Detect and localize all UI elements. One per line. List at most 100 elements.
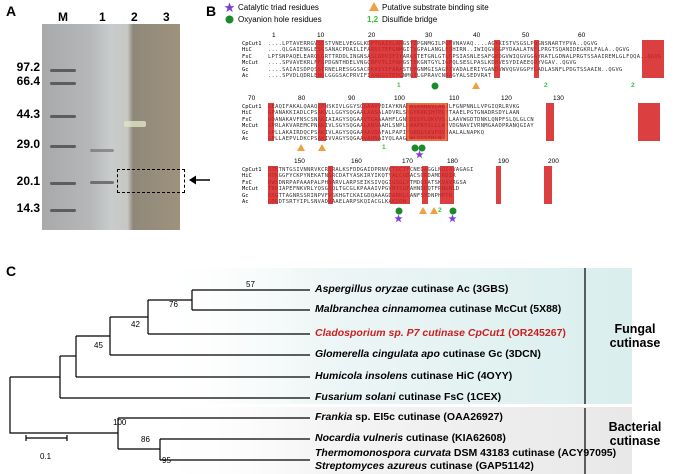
position-label: 150 [294,158,305,165]
seq-row: LPTSNPAQELEARQLGRTTRDDLINGNSASCADVIFIYAR… [268,53,662,60]
star-icon [394,214,403,223]
leaf-accession: (4OYY) [477,370,513,382]
triangle-icon [419,207,427,214]
seq-name: HiC [242,110,252,117]
conserved-blocks [316,40,664,78]
triangle-icon [430,207,438,214]
seq-row: GPLLAEPVLDKCPSAKIVVAGYSQGAAVAHNAIYQLAAGK… [268,136,442,143]
leaf-genus: Humicola insolens [315,370,408,382]
mw-marker: 66.4 [16,74,40,88]
gel-band [50,145,76,148]
seq-name: McCut [242,186,259,193]
leaf-desc: DSM 43183 cutinase [450,447,558,459]
gel-image [42,24,180,230]
bootstrap-value: 95 [162,456,171,465]
leaf-desc: cutinase Gc [439,348,506,360]
position-label: 200 [548,158,559,165]
seq-name: FsC [242,53,252,60]
seq-row: GDDDTSRTYIPLSNVADVAAELARPSKQIACGLKAKSQN [268,199,407,206]
tree-leaf: Fusarium solani cutinase FsC (1CEX) [315,391,501,403]
seq-row: RWSDNRPAPAAAPALPHNARVLARPSEIKSIVQGIGSGLY… [268,179,467,186]
legend-catalytic: Catalytic triad residues [238,3,319,12]
circle-icon [411,144,419,152]
gel-band [50,182,76,185]
legend-disulfide-number: 1,2 [367,15,379,24]
position-label: 180 [447,158,458,165]
lane-label-3: 3 [163,10,170,24]
panel-letter-a: A [6,3,17,19]
disulfide-marker: 2 [438,207,442,214]
leaf-accession: (OR245267) [508,327,566,339]
legend-disulfide: Disulfide bridge [382,15,438,24]
fungal-label: Fungal cutinase [585,322,682,350]
seq-name: Gc [242,66,249,73]
mw-marker: 44.3 [16,107,40,121]
gel-band [50,209,76,212]
bacterial-label: Bacterial cutinase [585,420,682,448]
tree-leaf: Malbranchea cinnamomea cutinase McCut (5… [315,303,561,315]
leaf-accession: (1CEX) [466,391,502,403]
seq-row: GPRLAKVAREMCPNAKIVLSGYSQGAALANSAAHLSNPLP… [268,123,534,130]
seq-name: McCut [242,123,259,130]
seq-name: Ac [242,136,249,143]
fungal-label-line2: cutinase [609,336,661,350]
panel-letter-c: C [6,263,17,279]
conserved-blocks [268,103,660,141]
legend-substrate: Putative substrate binding site [382,3,489,12]
leaf-genus: Cladosporium [315,327,386,339]
seq-row: ....SPVAVEKRLFFGPDGNTHDELVNGCRPVTLIFARGS… [268,60,577,67]
position-label: 20 [368,32,376,39]
leaf-genus: Glomerella cingulata apo [315,348,440,360]
bootstrap-value: 57 [246,280,255,289]
seq-name: Gc [242,192,249,199]
tree-leaf: Streptomyces azureus cutinase (GAP51142) [315,460,534,472]
position-label: 60 [578,32,586,39]
seq-row: GEAQIFAKALQAAQCPNSKIVLGGYSQGAAVVDIAYKNAP… [268,104,520,110]
band-highlight-box [117,169,185,193]
gel-band [124,121,146,127]
leaf-desc: cutinase FsC [395,391,467,403]
seq-row: TRNIAPEFNKVRLYQSGSQLTGCGLKPAAAIVPGVNYSGF… [268,186,460,193]
leaf-genus: Fusarium solani [315,391,396,403]
tree-leaf: Thermomonospora curvata DSM 43183 cutina… [315,447,616,459]
seq-name: HiC [242,47,252,54]
seq-name: HiC [242,173,252,180]
leaf-genus: Frankia [315,411,353,423]
disulfide-marker: 1 [382,144,386,151]
leaf-accession: (3DCN) [505,348,541,360]
fungal-label-line1: Fungal [614,322,656,336]
leaf-genus: Aspergillus oryzae [315,283,409,295]
position-label: 120 [501,95,512,102]
bacterial-label-line2: cutinase [609,434,661,448]
position-label: 1 [272,32,276,39]
tree-leaf-highlighted: Cladosporium sp. P7 cutinase CpCut1 (OR2… [315,327,566,339]
circle-icon [431,82,439,90]
seq-name: CpCut1 [242,104,262,110]
leaf-accession: (KIA62608) [451,432,506,444]
gel-band [50,115,76,118]
position-label: 190 [498,158,509,165]
seq-row: DTKTNTGSIVNNRVKCRQRALKSFDDGAIDPRNVKTGCTF… [268,167,474,173]
bootstrap-value: 76 [169,300,178,309]
seq-name: FsC [242,179,252,186]
leaf-genus: Streptomyces azureus [315,460,428,472]
position-label: 50 [522,32,530,39]
star-icon [448,214,457,223]
position-label: 70 [248,95,256,102]
seq-name: McCut [242,60,259,67]
disulfide-marker: 2 [631,82,635,89]
position-label: 40 [473,32,481,39]
scale-bar-tick [25,435,68,441]
leaf-accession: (GAP51142) [475,460,534,472]
seq-name: CpCut1 [242,41,262,47]
leaf-desc: cutinase McCut [446,303,530,315]
disulfide-marker: 2 [544,82,548,89]
fungal-clade-background [150,268,632,404]
seq-name: Ac [242,199,249,206]
leaf-desc: cutinase Ac [408,283,473,295]
seq-row: DSGTTAGNRSSRINPVFVSKHGTCKAIGDQAAAGDARKLC… [268,192,453,199]
leaf-desc: cutinase [403,432,452,444]
panel-letter-b: B [206,3,217,19]
